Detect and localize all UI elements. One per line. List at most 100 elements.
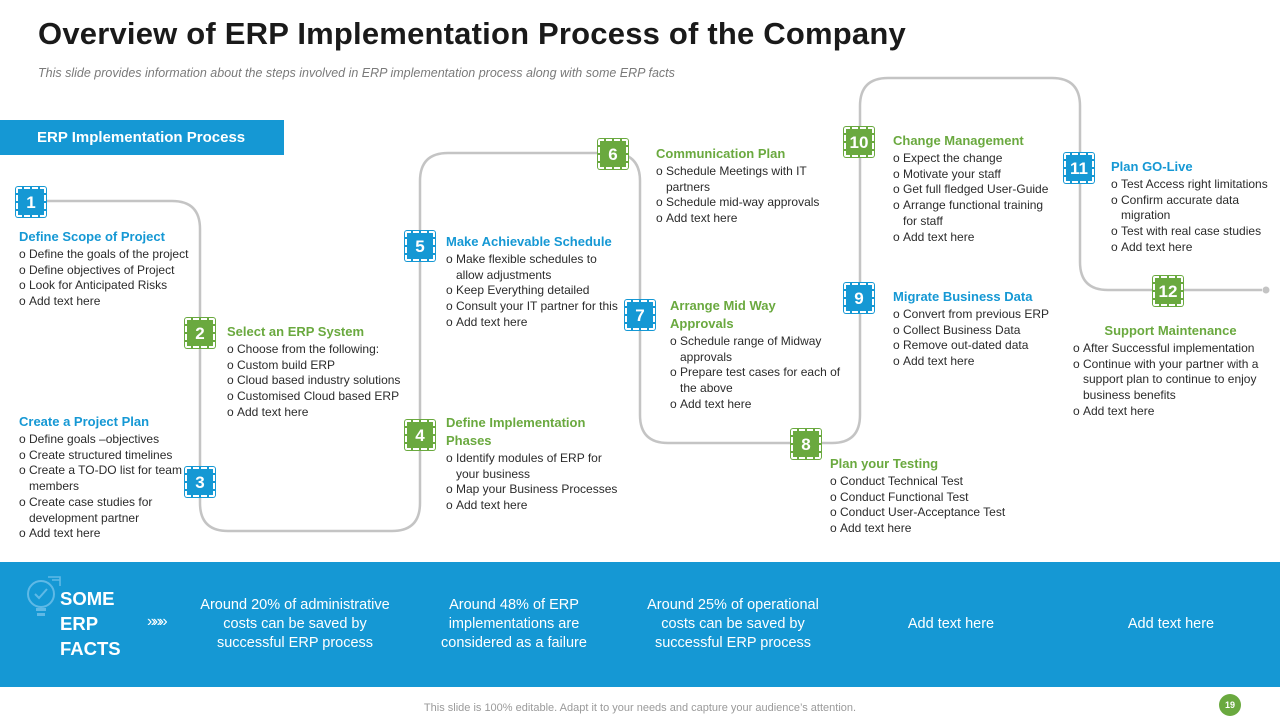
fact-item: Add text here: [1127, 616, 1215, 632]
slide-subtitle: This slide provides information about th…: [38, 66, 675, 80]
step-1-block: Define Scope of Project Define the goals…: [19, 228, 199, 310]
step-5-item: Keep Everything detailed: [446, 283, 622, 299]
step-1-item: Define the goals of the project: [19, 247, 199, 263]
fact-item: Add text here: [907, 616, 995, 632]
step-11-heading: Plan GO-Live: [1111, 159, 1193, 174]
step-8-block: Plan your Testing Conduct Technical Test…: [830, 455, 1020, 537]
step-8-badge: 8: [791, 429, 821, 459]
step-3-badge: 3: [185, 467, 215, 497]
chevrons-right-icon: »»»: [147, 613, 168, 630]
step-7-block: Arrange Mid Way Approvals Schedule range…: [670, 297, 845, 413]
step-10-block: Change Management Expect the change Moti…: [893, 132, 1058, 245]
section-label: ERP Implementation Process: [0, 120, 284, 155]
step-2-item: Choose from the following:: [227, 342, 412, 358]
step-7-item: Schedule range of Midway approvals: [670, 334, 845, 365]
step-3-item: Create structured timelines: [19, 448, 184, 464]
step-10-item: Motivate your staff: [893, 167, 1058, 183]
step-6-badge: 6: [598, 139, 628, 169]
step-2-badge: 2: [185, 318, 215, 348]
step-11-item: Confirm accurate data migration: [1111, 193, 1276, 224]
step-4-heading: Define Implementation Phases: [446, 415, 586, 448]
step-10-item: Expect the change: [893, 151, 1058, 167]
step-4-item: Add text here: [446, 498, 626, 514]
step-6-item: Schedule Meetings with IT partners: [656, 164, 821, 195]
step-1-heading: Define Scope of Project: [19, 229, 165, 244]
step-7-badge: 7: [625, 300, 655, 330]
page-number: 19: [1219, 694, 1241, 716]
fact-item: Around 20% of administrative costs can b…: [200, 597, 390, 651]
step-5-badge: 5: [405, 231, 435, 261]
step-1-item: Add text here: [19, 294, 199, 310]
step-3-item: Create case studies for development part…: [19, 495, 184, 526]
fact-item: Around 48% of ERP implementations are co…: [441, 597, 587, 651]
step-6-item: Add text here: [656, 211, 821, 227]
step-10-heading: Change Management: [893, 133, 1024, 148]
step-8-item: Conduct Technical Test: [830, 474, 1020, 490]
step-10-item: Add text here: [893, 230, 1058, 246]
step-9-item: Remove out-dated data: [893, 338, 1063, 354]
step-11-block: Plan GO-Live Test Access right limitatio…: [1111, 158, 1276, 256]
step-3-heading: Create a Project Plan: [19, 414, 150, 429]
step-12-badge: 12: [1153, 276, 1183, 306]
step-2-item: Cloud based industry solutions: [227, 373, 412, 389]
facts-title-line: ERP: [60, 613, 99, 634]
step-11-item: Test Access right limitations: [1111, 177, 1276, 193]
path-end-dot: [1262, 286, 1270, 294]
step-12-item: Continue with your partner with a suppor…: [1073, 357, 1268, 404]
step-3-item: Create a TO-DO list for team members: [19, 463, 184, 494]
erp-facts-band: SOME ERP FACTS »»» Around 20% of adminis…: [0, 562, 1280, 687]
footer-note: This slide is 100% editable. Adapt it to…: [423, 702, 857, 714]
step-9-block: Migrate Business Data Convert from previ…: [893, 288, 1063, 370]
step-2-item: Add text here: [227, 405, 412, 421]
step-9-badge: 9: [844, 283, 874, 313]
step-8-item: Conduct Functional Test: [830, 490, 1020, 506]
step-1-badge: 1: [16, 187, 46, 217]
step-6-block: Communication Plan Schedule Meetings wit…: [656, 145, 821, 227]
step-10-item: Get full fledged User-Guide: [893, 182, 1058, 198]
step-1-item: Look for Anticipated Risks: [19, 278, 199, 294]
step-5-item: Add text here: [446, 315, 622, 331]
step-2-heading: Select an ERP System: [227, 324, 365, 339]
facts-title-line: SOME: [60, 588, 115, 609]
step-2-item: Customised Cloud based ERP: [227, 389, 412, 405]
step-6-heading: Communication Plan: [656, 146, 786, 161]
step-2-block: Select an ERP System Choose from the fol…: [227, 323, 412, 421]
step-12-item: After Successful implementation: [1073, 341, 1268, 357]
lightbulb-check-icon: [27, 576, 61, 616]
step-4-item: Identify modules of ERP for your busines…: [446, 451, 626, 482]
step-8-item: Conduct User-Acceptance Test: [830, 505, 1020, 521]
step-11-badge: 11: [1064, 153, 1094, 183]
step-4-block: Define Implementation Phases Identify mo…: [446, 414, 626, 514]
step-10-badge: 10: [844, 127, 874, 157]
step-7-item: Add text here: [670, 397, 845, 413]
step-7-heading: Arrange Mid Way Approvals: [670, 298, 776, 331]
step-8-item: Add text here: [830, 521, 1020, 537]
fact-item: Around 25% of operational costs can be s…: [647, 597, 819, 651]
step-9-item: Collect Business Data: [893, 323, 1063, 339]
step-4-item: Map your Business Processes: [446, 482, 626, 498]
step-10-item: Arrange functional training for staff: [893, 198, 1058, 229]
slide-title: Overview of ERP Implementation Process o…: [38, 16, 906, 51]
step-1-item: Define objectives of Project: [19, 263, 199, 279]
step-7-item: Prepare test cases for each of the above: [670, 365, 845, 396]
facts-title-line: FACTS: [60, 638, 121, 659]
step-2-item: Custom build ERP: [227, 358, 412, 374]
process-path-line: [30, 76, 1270, 533]
facts-title: SOME ERP FACTS: [60, 586, 130, 661]
step-5-block: Make Achievable Schedule Make flexible s…: [446, 233, 622, 331]
step-12-block: Support Maintenance After Successful imp…: [1073, 322, 1268, 420]
step-9-item: Add text here: [893, 354, 1063, 370]
step-12-heading: Support Maintenance: [1104, 323, 1237, 338]
step-11-item: Add text here: [1111, 240, 1276, 256]
step-5-item: Consult your IT partner for this: [446, 299, 622, 315]
step-3-block: Create a Project Plan Define goals –obje…: [19, 413, 184, 542]
step-5-heading: Make Achievable Schedule: [446, 234, 612, 249]
step-9-heading: Migrate Business Data: [893, 289, 1033, 304]
step-8-heading: Plan your Testing: [830, 456, 939, 471]
step-6-item: Schedule mid-way approvals: [656, 195, 821, 211]
step-4-badge: 4: [405, 420, 435, 450]
step-12-item: Add text here: [1073, 404, 1268, 420]
step-5-item: Make flexible schedules to allow adjustm…: [446, 252, 622, 283]
step-3-item: Define goals –objectives: [19, 432, 184, 448]
step-3-item: Add text here: [19, 526, 184, 542]
